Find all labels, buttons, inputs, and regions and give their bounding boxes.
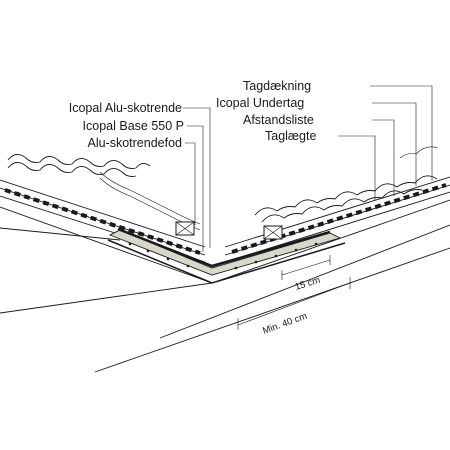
dimension-label-40cm: Min. 40 cm xyxy=(261,311,308,337)
label-alu-skotrendefod: Alu-skotrendefod xyxy=(87,136,182,150)
skotrendefod-bracket-left xyxy=(175,221,195,236)
dimension-label-15cm: 15 cm xyxy=(294,275,322,293)
dimension-15cm xyxy=(281,255,331,280)
skotrendefod-bracket-right xyxy=(263,225,283,240)
leaders-left xyxy=(183,107,211,252)
dimension-40cm xyxy=(237,277,351,330)
left-roof-layers xyxy=(0,179,206,263)
leaders-right xyxy=(338,85,433,200)
label-afstandsliste: Afstandsliste xyxy=(243,113,314,127)
label-tagdaekning: Tagdækning xyxy=(243,79,311,93)
right-roof-tiles xyxy=(254,146,439,223)
roof-outline xyxy=(0,199,450,373)
label-taglaegte: Taglægte xyxy=(265,129,316,143)
valley-gutter xyxy=(107,227,346,284)
label-alu-skotrende: Icopal Alu-skotrende xyxy=(69,101,182,115)
label-icopal-undertag: Icopal Undertag xyxy=(216,96,304,110)
label-icopal-base: Icopal Base 550 P xyxy=(83,119,184,133)
